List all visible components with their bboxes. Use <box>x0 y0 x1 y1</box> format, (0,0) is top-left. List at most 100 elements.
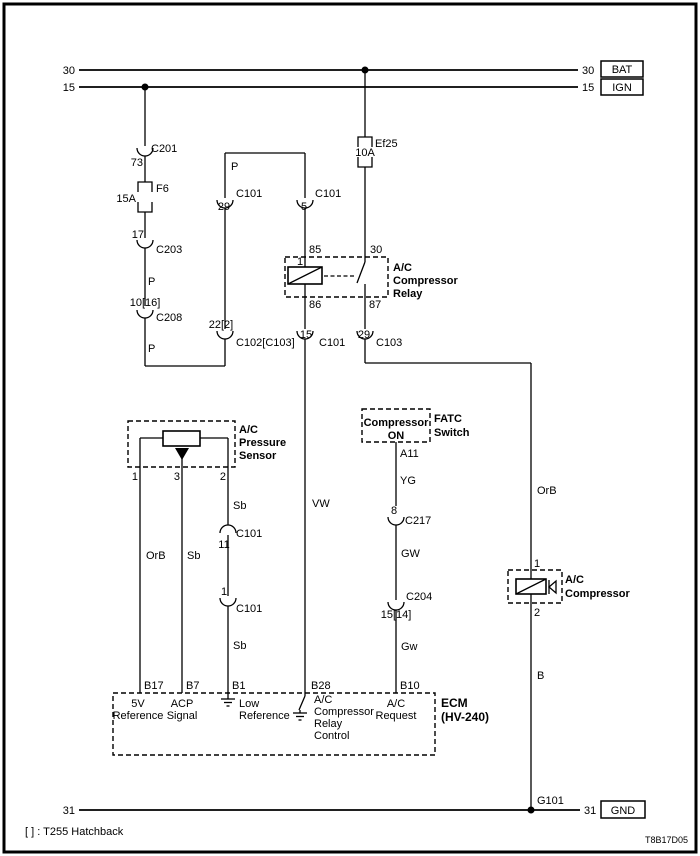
connector-c201-arc <box>136 147 154 157</box>
relay-contact <box>356 261 366 284</box>
gnd-circuit-number-right: 31 <box>584 805 596 817</box>
connector-c217-pin: 8 <box>391 505 397 517</box>
doc-code: T8B17D05 <box>645 835 688 845</box>
fuse-ef25-name: Ef25 <box>375 138 398 150</box>
sensor-box <box>127 420 236 468</box>
connector-c103-29-name: C103 <box>376 337 402 349</box>
connector-c102-name: C102[C103] <box>236 337 295 349</box>
connector-c208-name: C208 <box>156 312 182 324</box>
connector-c101-29-pin: 29 <box>218 201 230 213</box>
sensor-title-line2: Pressure <box>239 437 286 449</box>
ign-tag-box <box>600 78 644 96</box>
wire-color-yg: YG <box>400 475 416 487</box>
sensor-title-line1: A/C <box>239 424 258 436</box>
ac-compressor: OrB 1 A/C Compressor 2 B <box>507 363 631 810</box>
connector-c101-5-name: C101 <box>315 188 341 200</box>
ecm-b28-fn2: Compressor <box>314 706 374 718</box>
connector-c101-15-name: C101 <box>319 337 345 349</box>
ecm-b7-fn2: Signal <box>167 710 198 722</box>
sensor-pin-3: 3 <box>174 471 180 483</box>
compressor-box <box>507 569 563 604</box>
ac-compressor-relay: 1 A/C Compressor Relay <box>284 256 459 300</box>
relay-box <box>284 256 389 298</box>
connector-c101-5-pin: 5 <box>301 201 307 213</box>
wire-color-sb-lower: Sb <box>233 640 246 652</box>
relay-pin-30: 30 <box>370 244 382 256</box>
connector-c102-pin: 22[2] <box>209 319 233 331</box>
ecm-pin-b17: B17 <box>144 680 164 692</box>
fatc-button-line1: Compressor <box>364 417 430 429</box>
relay-pin-87: 87 <box>369 299 381 311</box>
connector-c201-pin: 73 <box>131 157 143 169</box>
connector-c103-29-arc <box>356 330 374 340</box>
connector-c101-11-pin: 11 <box>218 539 229 551</box>
relay-title-line2: Compressor <box>393 275 459 287</box>
ecm-pin-b28: B28 <box>311 680 331 692</box>
ecm-b28-fn3: Relay <box>314 718 343 730</box>
sensor-pin-2: 2 <box>220 471 226 483</box>
ecm-pin-b1: B1 <box>232 680 245 692</box>
bat-tag-box <box>600 60 644 78</box>
connector-c204-name: C204 <box>406 591 432 603</box>
connector-c101-15-pin: 15 <box>300 329 312 341</box>
compressor-pin-2: 2 <box>534 607 540 619</box>
relay-pin-85: 85 <box>309 244 321 256</box>
wire-color-b: B <box>537 670 544 682</box>
fuse-ef25: Ef25 10A <box>355 136 398 168</box>
ecm-pin-b10: B10 <box>400 680 420 692</box>
bat-circuit-number-right: 30 <box>582 65 594 77</box>
ecm-b17-fn2: Reference <box>113 710 164 722</box>
relay-coil-pin: 1 <box>297 256 303 268</box>
relay-coil-branch: 5 C101 85 86 15 C101 VW <box>296 153 345 693</box>
fuse-ef25-rating: 10A <box>355 147 375 159</box>
ign-circuit-number-right: 15 <box>582 82 594 94</box>
compressor-title-line1: A/C <box>565 574 584 586</box>
wire-color-sb-signal: Sb <box>187 550 200 562</box>
fuse-f6-rating: 15A <box>116 193 136 205</box>
ign-tag: IGN <box>612 82 632 94</box>
wire-color-sb-upper: Sb <box>233 500 246 512</box>
connector-c101-5-arc <box>296 199 314 209</box>
ac-pressure-sensor: A/C Pressure Sensor 1 3 2 <box>127 420 286 483</box>
ecm-title-line2: (HV-240) <box>441 710 489 724</box>
gnd-circuit-number-left: 31 <box>63 805 75 817</box>
connector-c208-arc <box>136 309 154 319</box>
ecm-b10-fn2: Request <box>376 710 417 722</box>
fatc-title-line1: FATC <box>434 413 462 425</box>
fatc-pin-a11: A11 <box>400 448 419 460</box>
ecm-box <box>112 692 436 756</box>
ecm-module: B17 B7 B1 B28 B10 5V Reference ACP Signa… <box>112 680 489 756</box>
wire-color-vw: VW <box>312 498 330 510</box>
connector-c101-1-name: C101 <box>236 603 262 615</box>
wire-color-p1: P <box>148 276 155 288</box>
wire-color-p2: P <box>148 343 155 355</box>
sensor-title-line3: Sensor <box>239 450 277 462</box>
sensor-wiper-arrow <box>175 448 189 460</box>
connector-c217-arc <box>387 516 405 526</box>
connector-c203-pin: 17 <box>132 229 144 241</box>
ecm-b1-fn1: Low <box>239 698 259 710</box>
sensor-leads: OrB Sb Sb 11 C101 1 C101 Sb <box>139 438 262 693</box>
compressor-clutch-plate <box>548 579 557 595</box>
ecm-b28-fn1: A/C <box>314 694 332 706</box>
ecm-pin-b7: B7 <box>186 680 199 692</box>
bat-rail: 30 30 BAT <box>63 60 644 78</box>
connector-c201-name: C201 <box>151 143 177 155</box>
ecm-b1-ground-icon <box>221 693 235 707</box>
connector-c203-name: C203 <box>156 244 182 256</box>
ign-rail: 15 15 IGN <box>63 78 644 96</box>
ecm-b28-fn4: Control <box>314 730 349 742</box>
bat-tag: BAT <box>612 64 633 76</box>
bat-feed-branch: Ef25 10A 30 87 29 C103 <box>355 70 531 364</box>
fatc-box <box>361 408 431 443</box>
ecm-b10-fn1: A/C <box>387 698 405 710</box>
footnote: [ ] : T255 Hatchback <box>25 826 124 838</box>
relay-pin-86: 86 <box>309 299 321 311</box>
ecm-b17-fn1: 5V <box>131 698 145 710</box>
connector-c103-29-pin: 29 <box>358 329 370 341</box>
ecm-b28-driver-icon <box>293 693 307 721</box>
sensor-pin-1: 1 <box>132 471 138 483</box>
connector-c101-15-arc <box>296 330 314 340</box>
connector-c208-pin: 10[16] <box>130 297 161 309</box>
